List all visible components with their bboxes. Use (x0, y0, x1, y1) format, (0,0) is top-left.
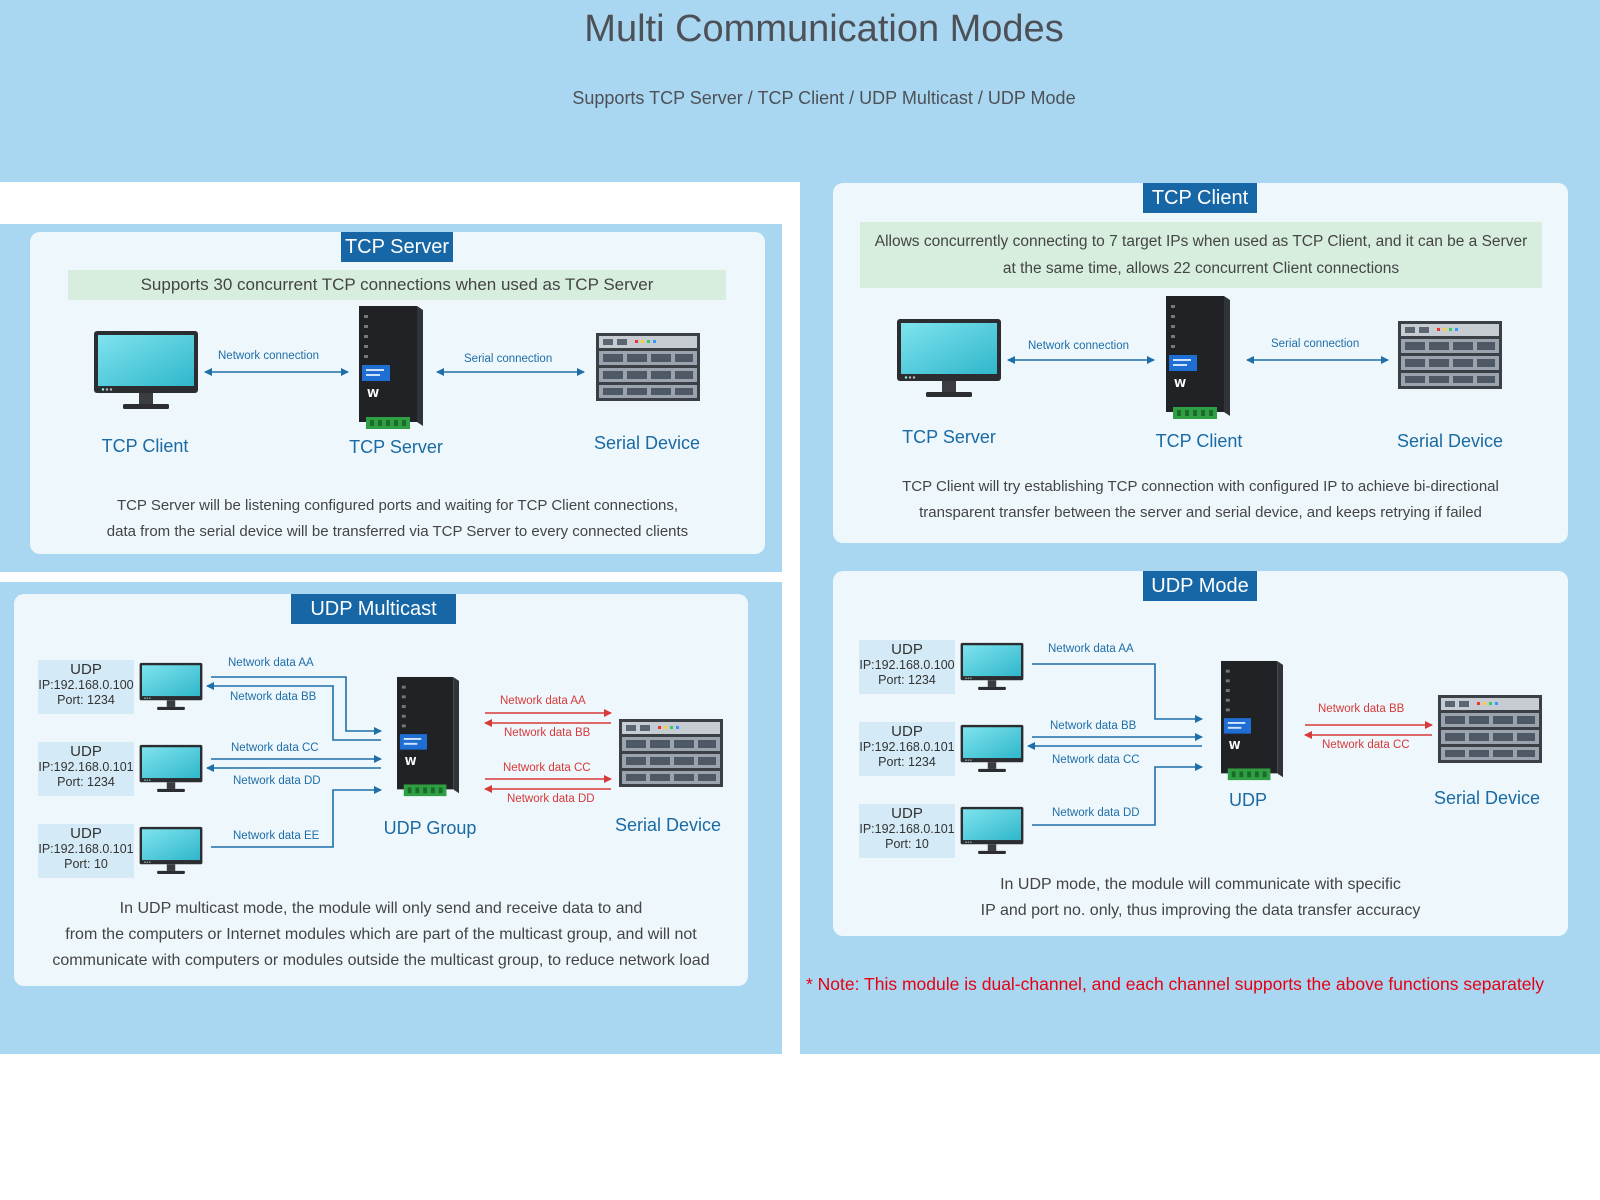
monitor-icon (960, 642, 1024, 692)
monitor-icon (139, 744, 203, 794)
udp-client-box: UDP IP:192.168.0.101 Port: 10 (38, 824, 134, 878)
udp-multicast-description: In UDP multicast mode, the module will o… (24, 896, 738, 974)
udp-caption: UDP (1228, 790, 1267, 810)
tcp-client-description: TCP Client will try establishing TCP con… (843, 474, 1558, 526)
udp-proto: UDP (70, 743, 102, 760)
server-rack-icon (1397, 320, 1503, 390)
udp-client-box: UDP IP:192.168.0.101 Port: 1234 (38, 742, 134, 796)
desc-line: data from the serial device will be tran… (106, 523, 689, 540)
desc-line: from the computers or Internet modules w… (65, 926, 697, 943)
udp-port: Port: 10 (64, 857, 108, 871)
serial-device-caption: Serial Device (1433, 788, 1541, 808)
serial-device-caption: Serial Device (593, 433, 701, 453)
white-gap-horizontal (0, 572, 782, 582)
udp-proto: UDP (70, 825, 102, 842)
udp-proto: UDP (891, 641, 923, 658)
udp-port: Port: 1234 (878, 755, 936, 769)
udp-port: Port: 10 (885, 837, 929, 851)
udp-port: Port: 1234 (57, 693, 115, 707)
network-data-dd-label: Network data DD (233, 775, 321, 787)
network-data-aa-label: Network data AA (228, 657, 314, 669)
network-data-dd-label: Network data DD (507, 793, 595, 805)
udp-ip: IP:192.168.0.101 (38, 760, 134, 774)
udp-ip: IP:192.168.0.101 (859, 740, 955, 754)
desc-line: TCP Server will be listening configured … (116, 497, 679, 514)
udp-mode-title: UDP Mode (1143, 571, 1257, 601)
server-rack-icon (618, 718, 724, 788)
desc-line: transparent transfer between the server … (919, 504, 1482, 521)
tcp-client-title: TCP Client (1143, 183, 1257, 213)
band-line: Allows concurrently connecting to 7 targ… (874, 233, 1528, 250)
module-device-icon (396, 676, 460, 800)
monitor-icon (139, 662, 203, 712)
serial-device-caption: Serial Device (1396, 431, 1504, 451)
udp-port: Port: 1234 (878, 673, 936, 687)
network-data-bb-label: Network data BB (1050, 720, 1137, 732)
desc-line: In UDP multicast mode, the module will o… (119, 900, 643, 917)
udp-proto: UDP (891, 723, 923, 740)
module-device-icon (358, 305, 424, 433)
udp-group-caption: UDP Group (383, 818, 477, 838)
tcp-server-band: Supports 30 concurrent TCP connections w… (68, 270, 726, 300)
network-data-cc-label: Network data CC (1322, 739, 1410, 751)
network-data-bb-label: Network data BB (1318, 703, 1405, 715)
server-rack-icon (595, 332, 701, 402)
udp-port: Port: 1234 (57, 775, 115, 789)
serial-connection-label: Serial connection (1271, 338, 1360, 350)
udp-ip: IP:192.168.0.100 (38, 678, 134, 692)
network-data-cc-label: Network data CC (231, 742, 319, 754)
network-data-dd-label: Network data DD (1052, 807, 1140, 819)
udp-client-box: UDP IP:192.168.0.101 Port: 1234 (859, 722, 955, 776)
udp-ip: IP:192.168.0.101 (38, 842, 134, 856)
serial-device-caption: Serial Device (614, 815, 722, 835)
desc-line: TCP Client will try establishing TCP con… (902, 478, 1499, 495)
white-gap-vertical (782, 182, 800, 1054)
white-strip-top (0, 182, 800, 224)
desc-line: In UDP mode, the module will communicate… (1000, 876, 1401, 893)
monitor-icon (960, 724, 1024, 774)
header-background (0, 0, 1600, 182)
udp-proto: UDP (891, 805, 923, 822)
module-device-icon (1220, 660, 1284, 784)
tcp-server-description: TCP Server will be listening configured … (40, 493, 755, 545)
monitor-icon (93, 330, 199, 412)
network-data-cc-label: Network data CC (503, 762, 591, 774)
desc-line: IP and port no. only, thus improving the… (980, 902, 1421, 919)
network-connection-label: Network connection (1028, 340, 1129, 352)
udp-ip: IP:192.168.0.100 (859, 658, 955, 672)
tcp-server-title: TCP Server (341, 232, 453, 262)
tcp-server-caption: TCP Server (902, 427, 996, 447)
udp-proto: UDP (70, 661, 102, 678)
monitor-icon (139, 826, 203, 876)
tcp-client-band: Allows concurrently connecting to 7 targ… (860, 222, 1542, 288)
page-title: Multi Communication Modes (584, 8, 1064, 50)
module-device-icon (1165, 295, 1231, 423)
udp-mode-description: In UDP mode, the module will communicate… (843, 872, 1558, 924)
network-data-aa-label: Network data AA (500, 695, 586, 707)
band-line: at the same time, allows 22 concurrent C… (1002, 260, 1400, 277)
dual-channel-note: * Note: This module is dual-channel, and… (806, 974, 1545, 994)
network-data-aa-label: Network data AA (1048, 643, 1134, 655)
udp-client-box: UDP IP:192.168.0.100 Port: 1234 (859, 640, 955, 694)
network-data-ee-label: Network data EE (233, 830, 320, 842)
page-subtitle: Supports TCP Server / TCP Client / UDP M… (572, 88, 1076, 108)
tcp-client-caption: TCP Client (1155, 431, 1243, 451)
tcp-server-caption: TCP Server (349, 437, 443, 457)
server-rack-icon (1437, 694, 1543, 764)
network-data-bb-label: Network data BB (504, 727, 591, 739)
network-connection-label: Network connection (218, 350, 319, 362)
udp-client-box: UDP IP:192.168.0.100 Port: 1234 (38, 660, 134, 714)
tcp-client-caption: TCP Client (101, 436, 189, 456)
network-data-bb-label: Network data BB (230, 691, 317, 703)
monitor-icon (960, 806, 1024, 856)
udp-multicast-title: UDP Multicast (291, 594, 456, 624)
serial-connection-label: Serial connection (464, 353, 553, 365)
udp-ip: IP:192.168.0.101 (859, 822, 955, 836)
network-data-cc-label: Network data CC (1052, 754, 1140, 766)
monitor-icon (896, 318, 1002, 400)
desc-line: communicate with computers or modules ou… (52, 952, 710, 969)
udp-client-box: UDP IP:192.168.0.101 Port: 10 (859, 804, 955, 858)
